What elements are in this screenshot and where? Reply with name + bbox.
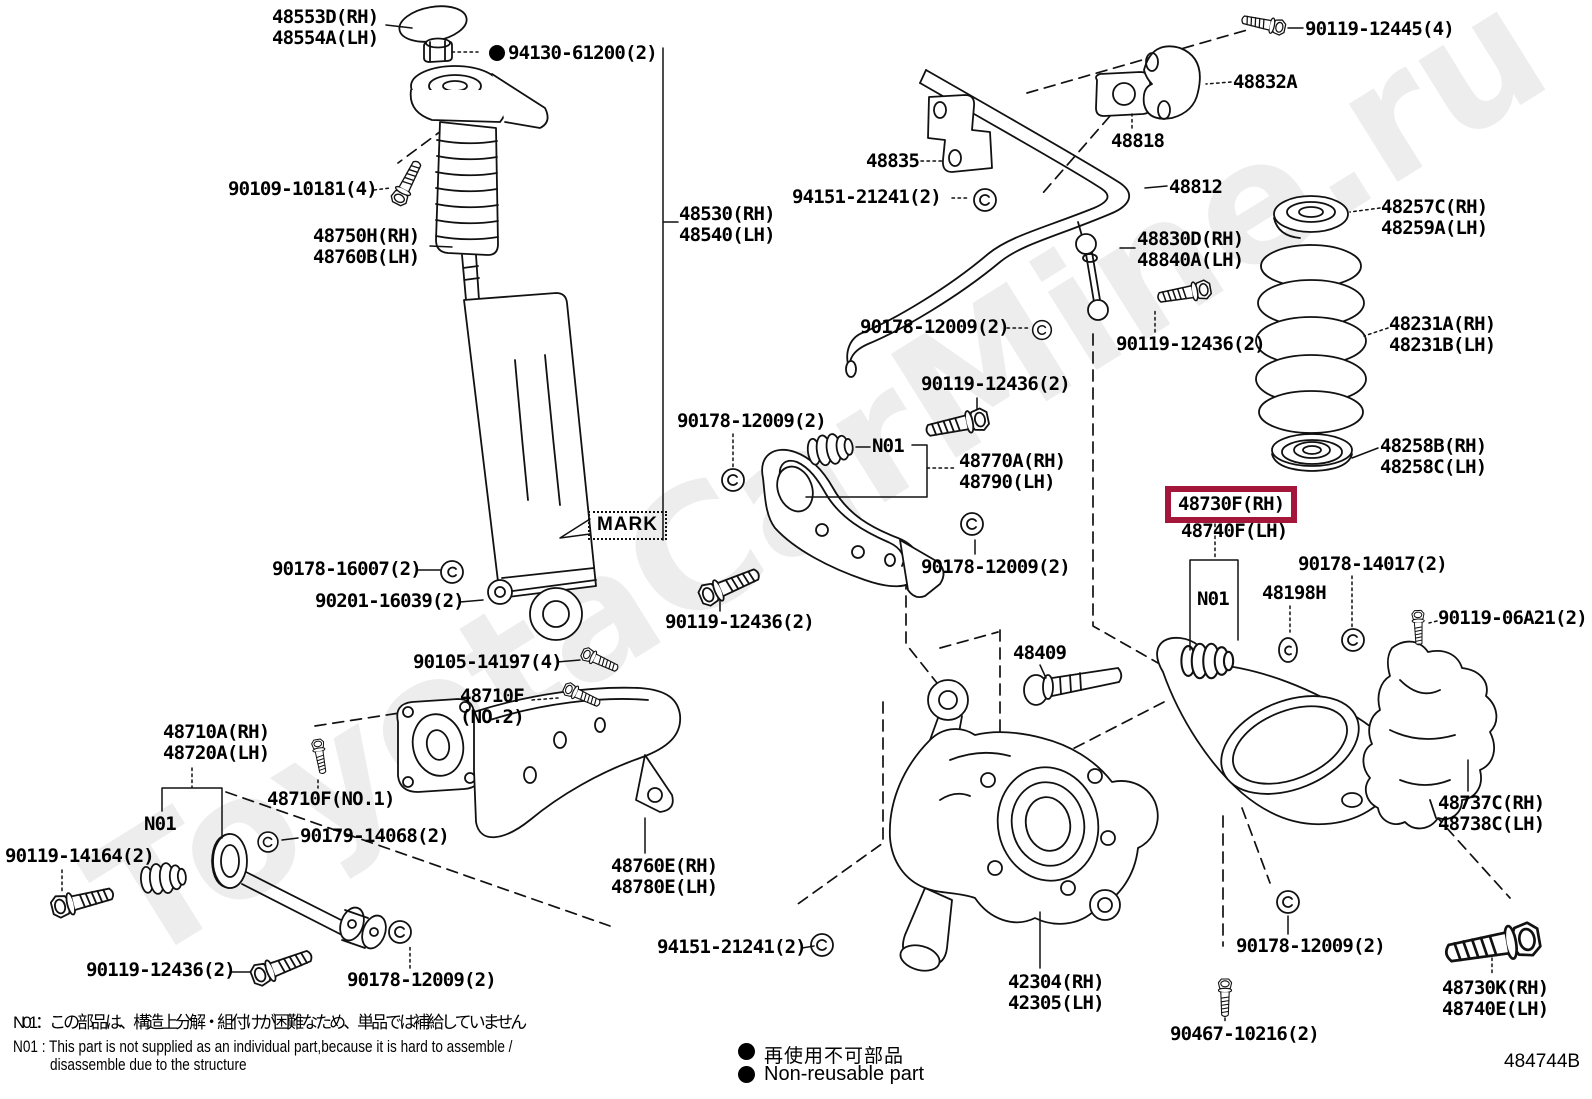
part-label-48730k[interactable]: 48730K(RH) 48740E(LH) — [1442, 977, 1549, 1020]
part-label-94151-bottom[interactable]: 94151-21241(2) — [657, 936, 807, 958]
stabilizer-link-art — [1075, 221, 1109, 321]
part-label-n01-a[interactable]: N01 — [872, 435, 905, 457]
footnote-n01-jp: N01：この部品は、構造上分解・組付けが困難なため、単品では補給していません — [13, 1013, 527, 1032]
footnote-n01-en-line1: N01 : This part is not supplied as an in… — [13, 1037, 513, 1056]
part-label-90119-12436-b[interactable]: 90119-12436(2) — [921, 373, 1071, 395]
part-label-48710f-no1[interactable]: 48710F(NO.1) — [267, 788, 395, 810]
part-label-90179-14068[interactable]: 90179-14068(2) — [300, 825, 450, 847]
part-label-48835[interactable]: 48835 — [866, 150, 920, 172]
diagram-code: 484744B — [1504, 1051, 1581, 1072]
part-label-48730f[interactable]: 48730F(RH) — [1178, 493, 1285, 515]
washer-48198h — [1278, 637, 1298, 663]
part-label-48198h[interactable]: 48198H — [1262, 582, 1327, 604]
part-label-48710f-no2[interactable]: 48710F (NO.2) — [460, 685, 525, 728]
part-label-90201-16039[interactable]: 90201-16039(2) — [315, 590, 465, 612]
knuckle-art — [889, 679, 1159, 972]
leader-lines-solid — [161, 24, 1469, 973]
part-label-94130[interactable]: 94130-61200(2) — [508, 42, 658, 64]
part-label-90119-12445[interactable]: 90119-12445(4) — [1305, 18, 1455, 40]
mark-label: MARK — [597, 514, 658, 535]
legend-non-reusable-jp: 再使用不可部品 — [764, 1046, 905, 1067]
part-label-90109[interactable]: 90109-10181(4) — [228, 178, 378, 200]
part-label-90119-12436-a[interactable]: 90119-12436(2) — [1116, 333, 1266, 355]
part-label-48257c[interactable]: 48257C(RH) 48259A(LH) — [1381, 196, 1488, 239]
part-label-90178-12009-c[interactable]: 90178-12009(2) — [921, 556, 1071, 578]
part-label-90178-12009-a[interactable]: 90178-12009(2) — [860, 316, 1010, 338]
part-label-90119-06a21[interactable]: 90119-06A21(2) — [1438, 607, 1588, 629]
non-reusable-dot — [738, 1043, 755, 1060]
non-reusable-dot — [489, 45, 505, 61]
part-label-48770a[interactable]: 48770A(RH) 48790(LH) — [959, 450, 1066, 493]
legend-non-reusable-en: Non-reusable part — [764, 1063, 925, 1085]
part-label-48760e[interactable]: 48760E(RH) 48780E(LH) — [611, 855, 718, 898]
part-label-48710a[interactable]: 48710A(RH) 48720A(LH) — [163, 721, 270, 764]
part-label-48750h[interactable]: 48750H(RH) 48760B(LH) — [313, 225, 420, 268]
part-label-90119-12436-d[interactable]: 90119-12436(2) — [86, 959, 236, 981]
part-label-48737c[interactable]: 48737C(RH) 48738C(LH) — [1438, 792, 1545, 835]
part-label-48258b[interactable]: 48258B(RH) 48258C(LH) — [1380, 435, 1487, 478]
shield-art — [1362, 640, 1498, 830]
part-label-48740f[interactable]: 48740F(LH) — [1181, 520, 1288, 542]
non-reusable-dot — [738, 1066, 755, 1083]
part-label-90119-14164[interactable]: 90119-14164(2) — [5, 845, 155, 867]
coil-spring-art — [1255, 195, 1367, 472]
stabilizer-clamp-48832a — [1142, 45, 1201, 120]
upper-arm-art — [761, 430, 945, 599]
part-label-90467-10216[interactable]: 90467-10216(2) — [1170, 1023, 1320, 1045]
trailing-arm-art — [396, 686, 681, 839]
highlight-box[interactable]: 48730F(RH) — [1165, 486, 1298, 523]
part-label-94151-top[interactable]: 94151-21241(2) — [792, 186, 942, 208]
part-label-90178-16007[interactable]: 90178-16007(2) — [272, 558, 422, 580]
construction-dashed-lines — [225, 29, 1511, 947]
part-label-48409[interactable]: 48409 — [1013, 642, 1067, 664]
part-label-48830d[interactable]: 48830D(RH) 48840A(LH) — [1137, 228, 1244, 271]
leader-lines-dotted — [61, 51, 1493, 1024]
part-label-90119-12436-c[interactable]: 90119-12436(2) — [665, 611, 815, 633]
mark-box: MARK — [588, 511, 667, 540]
part-label-90178-14017[interactable]: 90178-14017(2) — [1298, 553, 1448, 575]
shock-absorber-art — [398, 5, 597, 641]
part-label-90178-12009-d[interactable]: 90178-12009(2) — [347, 969, 497, 991]
fasteners-art — [48, 11, 1543, 1018]
footnote-n01-en-line2: disassemble due to the structure — [50, 1055, 247, 1074]
part-label-n01-c[interactable]: N01 — [144, 813, 177, 835]
stabilizer-bracket-48835 — [927, 94, 993, 173]
part-label-90178-12009-b[interactable]: 90178-12009(2) — [677, 410, 827, 432]
part-label-48812[interactable]: 48812 — [1169, 176, 1223, 198]
part-label-42304[interactable]: 42304(RH) 42305(LH) — [1008, 971, 1105, 1014]
pin-48409-art — [1023, 667, 1123, 706]
part-label-48553d[interactable]: 48553D(RH) 48554A(LH) — [272, 6, 379, 49]
part-label-n01-b[interactable]: N01 — [1197, 588, 1230, 610]
part-label-48832a[interactable]: 48832A — [1233, 71, 1298, 93]
part-label-48818[interactable]: 48818 — [1111, 130, 1165, 152]
part-label-48231a[interactable]: 48231A(RH) 48231B(LH) — [1389, 313, 1496, 356]
toe-link-art — [138, 833, 387, 950]
stabilizer-bar-art — [845, 45, 1201, 378]
lower-arm-art — [1156, 637, 1398, 826]
part-label-90178-12009-e[interactable]: 90178-12009(2) — [1236, 935, 1386, 957]
part-label-48530[interactable]: 48530(RH) 48540(LH) — [679, 203, 776, 246]
part-label-90105-14197[interactable]: 90105-14197(4) — [413, 651, 563, 673]
